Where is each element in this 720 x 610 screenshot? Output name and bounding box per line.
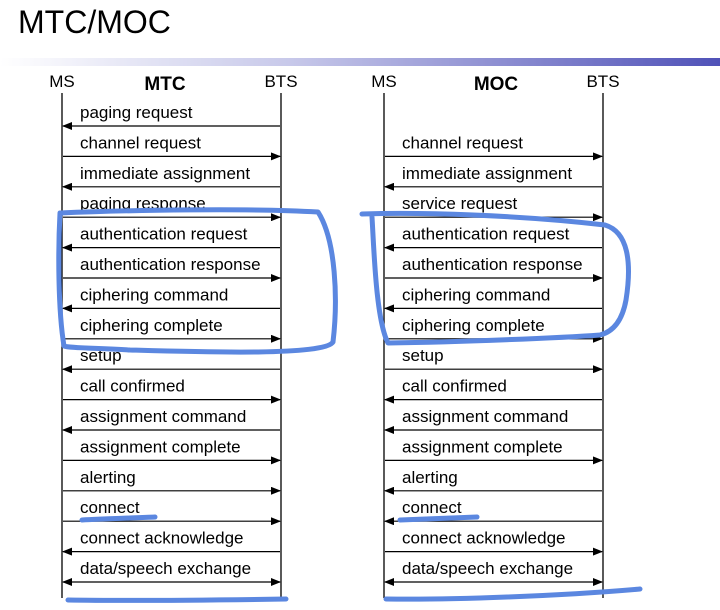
mtc-diagram: MS MTC BTS paging request channel request… [49, 72, 298, 598]
mtc-ms-label: MS [49, 72, 75, 91]
mtc-message-label: alerting [80, 468, 136, 487]
mtc-bottom-underline [65, 596, 289, 603]
mtc-diagram-title: MTC [144, 74, 185, 95]
mtc-message-label: call confirmed [80, 377, 185, 396]
moc-security-highlight [359, 210, 631, 346]
moc-message-label: authentication request [402, 225, 570, 244]
mtc-message-label: connect [80, 498, 140, 517]
moc-message-label: assignment command [402, 407, 568, 426]
moc-bts-label: BTS [586, 72, 619, 91]
moc-message-label: service request [402, 194, 518, 213]
moc-message-label: connect [402, 498, 462, 517]
moc-ms-label: MS [371, 72, 397, 91]
moc-diagram: MS MOC BTS channel request immediate assi… [371, 72, 620, 598]
mtc-message-label: immediate assignment [80, 164, 250, 183]
mtc-message-label: channel request [80, 133, 201, 152]
highlight-annotations [56, 207, 643, 603]
moc-message-rows: channel request immediate assignment servi… [384, 133, 603, 586]
mtc-message-label: ciphering complete [80, 316, 223, 335]
page-title: MTC/MOC [18, 4, 171, 40]
mtc-security-highlight [56, 207, 338, 355]
mtc-message-label: connect acknowledge [80, 529, 244, 548]
mtc-connect-underline [79, 514, 158, 523]
mtc-message-rows: paging request channel request immediate a… [62, 103, 281, 586]
moc-message-label: ciphering complete [402, 316, 545, 335]
moc-message-label: data/speech exchange [402, 559, 573, 578]
mtc-bts-label: BTS [264, 72, 297, 91]
mtc-message-label: assignment complete [80, 437, 241, 456]
moc-message-label: alerting [402, 468, 458, 487]
mtc-message-label: paging request [80, 103, 193, 122]
moc-message-label: connect acknowledge [402, 529, 566, 548]
moc-message-label: immediate assignment [402, 164, 572, 183]
mtc-message-label: authentication request [80, 225, 248, 244]
moc-message-label: channel request [402, 133, 523, 152]
title-divider-bar [0, 58, 720, 66]
mtc-message-label: data/speech exchange [80, 559, 251, 578]
mtc-message-label: assignment command [80, 407, 246, 426]
moc-message-label: authentication response [402, 255, 583, 274]
mtc-message-label: ciphering command [80, 285, 228, 304]
moc-message-label: call confirmed [402, 377, 507, 396]
mtc-message-label: authentication response [80, 255, 261, 274]
moc-diagram-title: MOC [474, 74, 519, 95]
moc-message-label: setup [402, 346, 444, 365]
moc-message-label: assignment complete [402, 437, 563, 456]
moc-message-label: ciphering command [402, 285, 550, 304]
moc-connect-underline [397, 514, 480, 523]
moc-bottom-underline [383, 586, 643, 602]
